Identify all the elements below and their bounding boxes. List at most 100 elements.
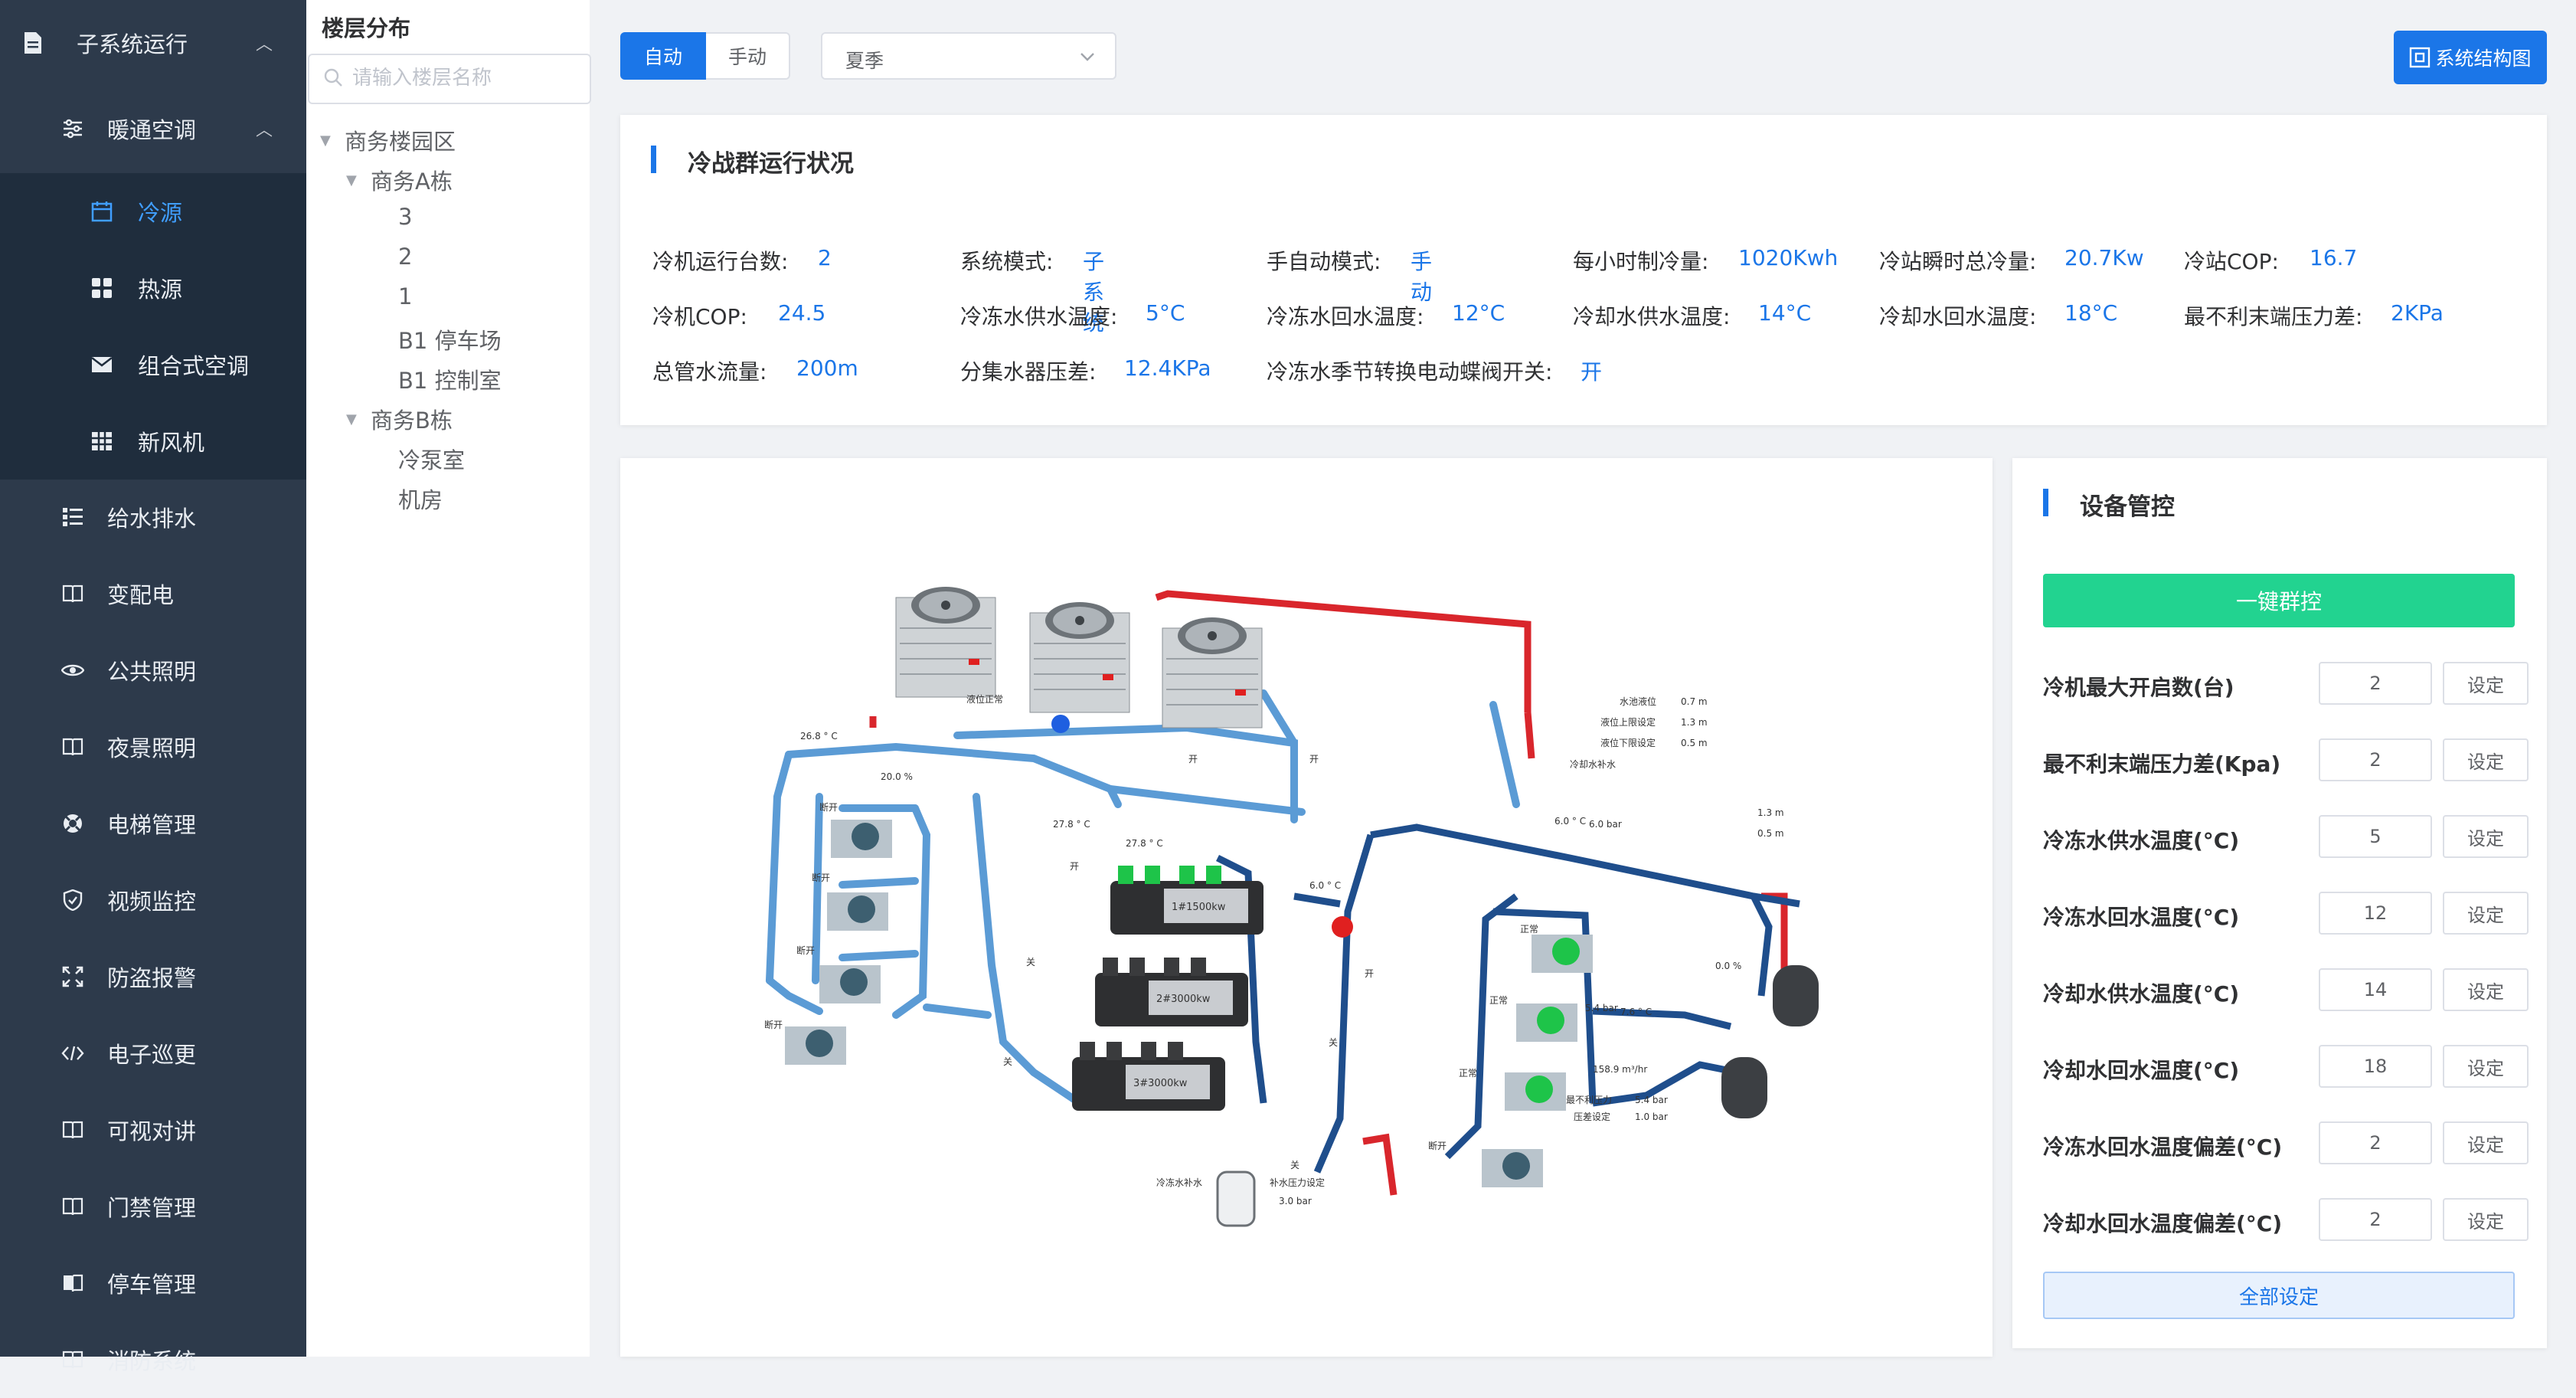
grid-icon (90, 277, 113, 300)
tree-node-b1-control[interactable]: B1 控制室 (398, 368, 502, 394)
stat-cw-supply-temp: 冷却水供水温度:14°C (1573, 300, 1812, 329)
cooling-water-supply-pipes (766, 689, 1520, 1107)
valve-1-label: 20.0 % (881, 771, 913, 782)
auto-mode-button[interactable]: 自动 (620, 32, 706, 80)
one-key-control-button[interactable]: 一键群控 (2043, 574, 2515, 627)
tree-node-pump-room[interactable]: 冷泵室 (398, 447, 466, 473)
sidebar-item-cold-source[interactable]: 冷源 (0, 173, 306, 250)
off-label-1: 断开 (819, 801, 838, 813)
worst-pressure-value: 5.4 bar (1635, 1095, 1668, 1105)
refill-pressure-label: 补水压力设定 (1270, 1177, 1325, 1188)
sidebar-item-hvac[interactable]: 暖通空调 ︿ (0, 90, 306, 167)
sidebar-item-parking[interactable]: 停车管理 (0, 1245, 306, 1321)
chiller-3-label: 3#3000kw (1133, 1078, 1188, 1089)
temp-5-label: 6.0 ° C (1554, 816, 1586, 827)
caret-down-icon: ▼ (346, 172, 357, 188)
open-label-4: 开 (1365, 968, 1374, 979)
cooling-tower-1 (895, 587, 996, 698)
cw-return-input[interactable]: 18 (2319, 1045, 2432, 1088)
upper-limit-value: 1.3 m (1681, 717, 1708, 728)
chiller-2-label: 2#3000kw (1156, 994, 1211, 1005)
chw-supply-input[interactable]: 5 (2319, 815, 2432, 858)
pressure-1-label: 6.0 bar (1589, 819, 1622, 830)
chiller-2: 2#3000kw (1095, 958, 1248, 1026)
stat-cw-return-temp: 冷却水回水温度:18°C (1879, 300, 2118, 329)
code-icon (61, 1042, 84, 1065)
sidebar-item-fresh-air[interactable]: 新风机 (0, 403, 306, 480)
floor-search-box[interactable] (308, 54, 591, 104)
close-label-2: 关 (1003, 1056, 1012, 1067)
set-button[interactable]: 设定 (2443, 1121, 2529, 1164)
set-button[interactable]: 设定 (2443, 1198, 2529, 1241)
normal-label-3: 正常 (1459, 1068, 1477, 1079)
control-row-cw-supply: 冷却水供水温度(°C) 14 设定 (2043, 968, 2533, 1014)
sidebar-item-video[interactable]: 视频监控 (0, 862, 306, 938)
tree-node-b1-parking[interactable]: B1 停车场 (398, 328, 502, 354)
sidebar-item-access[interactable]: 门禁管理 (0, 1168, 306, 1245)
tree-node-floor-1[interactable]: 1 (398, 283, 413, 309)
season-select[interactable]: 夏季 (821, 32, 1116, 80)
chw-return-deviation-input[interactable]: 2 (2319, 1121, 2432, 1164)
tree-node-machine-room[interactable]: 机房 (398, 487, 443, 513)
system-structure-button[interactable]: 系统结构图 (2394, 31, 2547, 84)
sidebar-item-ahu[interactable]: 组合式空调 (0, 326, 306, 403)
stat-worst-pressure: 最不利末端压力差:2KPa (2184, 300, 2444, 329)
stat-season-valve: 冷冻水季节转换电动蝶阀开关:开 (1267, 359, 1603, 385)
set-all-button[interactable]: 全部设定 (2043, 1272, 2515, 1319)
sidebar-nav: 子系统运行 ︿ 暖通空调 ︿ 冷源 热源 组合式空调 新风机 给水排水 (0, 0, 306, 1374)
tank-level-value: 0.7 m (1681, 696, 1708, 707)
set-button[interactable]: 设定 (2443, 662, 2529, 705)
sidebar-item-patrol[interactable]: 电子巡更 (0, 1015, 306, 1092)
sidebar-item-night-lighting[interactable]: 夜景照明 (0, 709, 306, 785)
floor-search-input[interactable] (351, 64, 576, 92)
stat-auto-manual: 手自动模式:手动 (1267, 249, 1433, 305)
temp-3-label: 27.8 ° C (1126, 838, 1163, 849)
chw-return-input[interactable]: 12 (2319, 892, 2432, 935)
tree-node-building-a[interactable]: ▼商务A栋 (346, 169, 453, 195)
table-icon (90, 430, 113, 453)
set-button[interactable]: 设定 (2443, 1045, 2529, 1088)
sidebar-item-heat-source[interactable]: 热源 (0, 250, 306, 326)
tree-node-floor-3[interactable]: 3 (398, 204, 413, 230)
book-icon (61, 1348, 84, 1371)
title-accent-bar (651, 146, 656, 173)
sidebar-item-power[interactable]: 变配电 (0, 555, 306, 632)
set-button[interactable]: 设定 (2443, 815, 2529, 858)
close-label-4: 关 (1290, 1160, 1299, 1170)
chw-refill-label: 冷冻水补水 (1156, 1177, 1202, 1188)
lower-limit-value: 0.5 m (1681, 738, 1708, 748)
sidebar-item-intercom[interactable]: 可视对讲 (0, 1092, 306, 1168)
fullscreen-icon (61, 965, 84, 988)
cw-return-deviation-input[interactable]: 2 (2319, 1198, 2432, 1241)
cooling-refill-label: 冷却水补水 (1570, 759, 1616, 770)
normal-label-2: 正常 (1489, 995, 1508, 1006)
tree-node-floor-2[interactable]: 2 (398, 244, 413, 270)
set-button[interactable]: 设定 (2443, 892, 2529, 935)
cooling-pumps (785, 820, 892, 1065)
sidebar-item-water[interactable]: 给水排水 (0, 479, 306, 555)
pressure-2-label: 5.4 bar (1585, 1003, 1618, 1013)
set-button[interactable]: 设定 (2443, 968, 2529, 1011)
close-label-3: 关 (1329, 1037, 1338, 1048)
chiller-1: 1#1500kw (1110, 866, 1263, 935)
shield-icon (61, 889, 84, 912)
stat-chw-supply-temp: 冷冻水供水温度:5°C (960, 300, 1185, 329)
sidebar-item-alarm[interactable]: 防盗报警 (0, 938, 306, 1015)
sidebar-item-elevator[interactable]: 电梯管理 (0, 785, 306, 862)
sidebar-item-fire[interactable]: 消防系统 (0, 1321, 306, 1398)
collector-tank-2 (1721, 1057, 1767, 1118)
cw-supply-input[interactable]: 14 (2319, 968, 2432, 1011)
structure-icon (2410, 47, 2431, 68)
temp-1-label: 26.8 ° C (800, 731, 838, 742)
manual-mode-button[interactable]: 手动 (706, 32, 790, 80)
control-row-max-chillers: 冷机最大开启数(台) 2 设定 (2043, 662, 2533, 708)
set-button[interactable]: 设定 (2443, 738, 2529, 781)
sidebar-item-subsystem[interactable]: 子系统运行 ︿ (0, 5, 306, 81)
tree-node-campus[interactable]: ▼商务楼园区 (320, 129, 456, 155)
sidebar-item-lighting[interactable]: 公共照明 (0, 632, 306, 709)
caret-down-icon: ▼ (320, 132, 331, 149)
worst-pressure-input[interactable]: 2 (2319, 738, 2432, 781)
tree-node-building-b[interactable]: ▼商务B栋 (346, 408, 453, 434)
caret-down-icon: ▼ (346, 411, 357, 427)
max-chillers-input[interactable]: 2 (2319, 662, 2432, 705)
